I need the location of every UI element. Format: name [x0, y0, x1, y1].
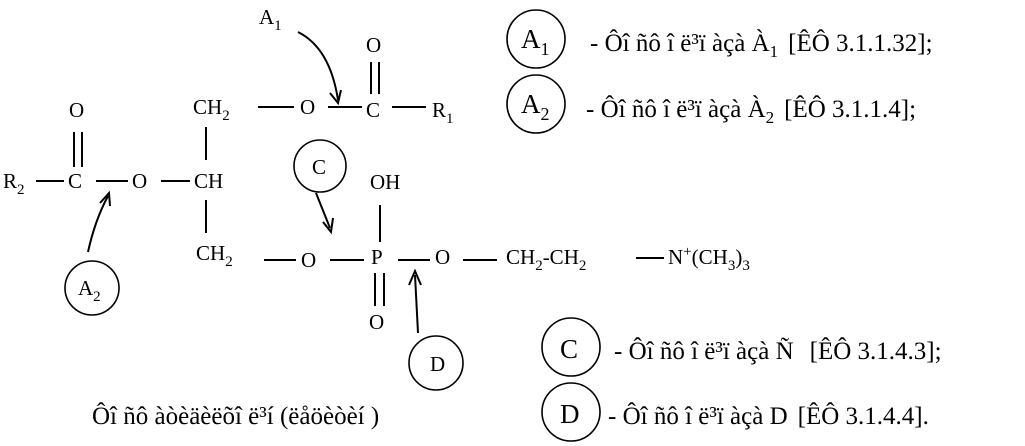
legend-item-c: C - Ôî ñô î ë³ï àçà Ñ[ÊÔ 3.1.4.3];	[541, 317, 942, 377]
arrow-a2-head	[99, 190, 111, 207]
legend-d-letter: D	[560, 399, 580, 429]
atom-r2: R2	[3, 169, 25, 198]
molecule-labels: A1 O CH2 O C R1 O R2 C O CH OH CH2 O P O…	[3, 5, 750, 334]
legend-c-circle	[541, 317, 601, 377]
atom-ch2-bottom: CH2	[196, 241, 233, 270]
atom-o-top-carbonyl: O	[366, 33, 381, 57]
marker-a2-label: A2	[78, 276, 101, 305]
group-trimethylammonium: N+(CH3)3	[668, 244, 750, 274]
legend-item-a2: A2 - Ôî ñô î ë³ï àçà À2[ÊÔ 3.1.1.4];	[506, 74, 916, 134]
legend-a2-letter: A2	[521, 89, 550, 124]
arrow-c	[315, 192, 331, 229]
legend-item-a1: A1 - Ôî ñô î ë³ï àçà À1[ÊÔ 3.1.1.32];	[506, 9, 933, 69]
legend-item-d: D - Ôî ñô î ë³ï àçà D[ÊÔ 3.1.4.4].	[541, 382, 929, 442]
marker-c-label: C	[312, 155, 326, 179]
atom-c-ester1: C	[366, 98, 380, 122]
legend-c-desc: - Ôî ñô î ë³ï àçà Ñ[ÊÔ 3.1.4.3];	[614, 337, 942, 365]
atom-p: P	[371, 245, 383, 269]
atom-o-p-left: O	[301, 248, 316, 272]
legend-c-letter: C	[560, 334, 578, 364]
arrow-c-head	[322, 217, 334, 235]
atom-o-top-left: O	[69, 98, 84, 122]
marker-a2-circle	[64, 260, 120, 316]
atom-o-p-bottom: O	[369, 310, 384, 334]
legend-d-circle	[541, 382, 601, 442]
label-a1: A1	[259, 5, 282, 34]
atom-ch2-top: CH2	[193, 95, 230, 124]
atom-r1: R1	[432, 98, 454, 127]
bonds	[36, 62, 664, 306]
legend-a2-desc: - Ôî ñô î ë³ï àçà À2[ÊÔ 3.1.1.4];	[586, 95, 916, 127]
legend-a1-letter: A1	[521, 24, 550, 59]
atom-o-ester2: O	[132, 169, 147, 193]
atom-c-ester2: C	[68, 169, 82, 193]
arrows	[87, 31, 422, 334]
marker-d-circle	[408, 335, 464, 391]
atom-ch-middle: CH	[194, 169, 223, 193]
arrow-a1-head	[329, 89, 342, 106]
arrow-a1	[297, 31, 339, 101]
enzyme-markers: C A2 D	[64, 139, 464, 391]
atom-o-p-right: O	[435, 245, 450, 269]
arrow-a2	[87, 195, 109, 253]
legend-d-desc: - Ôî ñô î ë³ï àçà D[ÊÔ 3.1.4.4].	[608, 402, 929, 430]
arrow-d	[414, 274, 419, 334]
legend-a2-circle	[506, 74, 566, 134]
legend: A1 - Ôî ñô î ë³ï àçà À1[ÊÔ 3.1.1.32]; A2…	[506, 9, 942, 442]
legend-a1-circle	[506, 9, 566, 69]
arrow-d-head	[408, 268, 422, 286]
group-ethyl: CH2-CH2	[506, 245, 586, 274]
atom-oh: OH	[370, 170, 400, 194]
legend-a1-desc: - Ôî ñô î ë³ï àçà À1[ÊÔ 3.1.1.32];	[590, 29, 933, 61]
marker-c-circle	[293, 139, 347, 193]
marker-d-label: D	[430, 352, 445, 376]
diagram-caption: Ôî ñô àòèäèëõî ë³í (ëåöèòèí )	[92, 402, 379, 430]
atom-o-ester1: O	[300, 95, 315, 119]
